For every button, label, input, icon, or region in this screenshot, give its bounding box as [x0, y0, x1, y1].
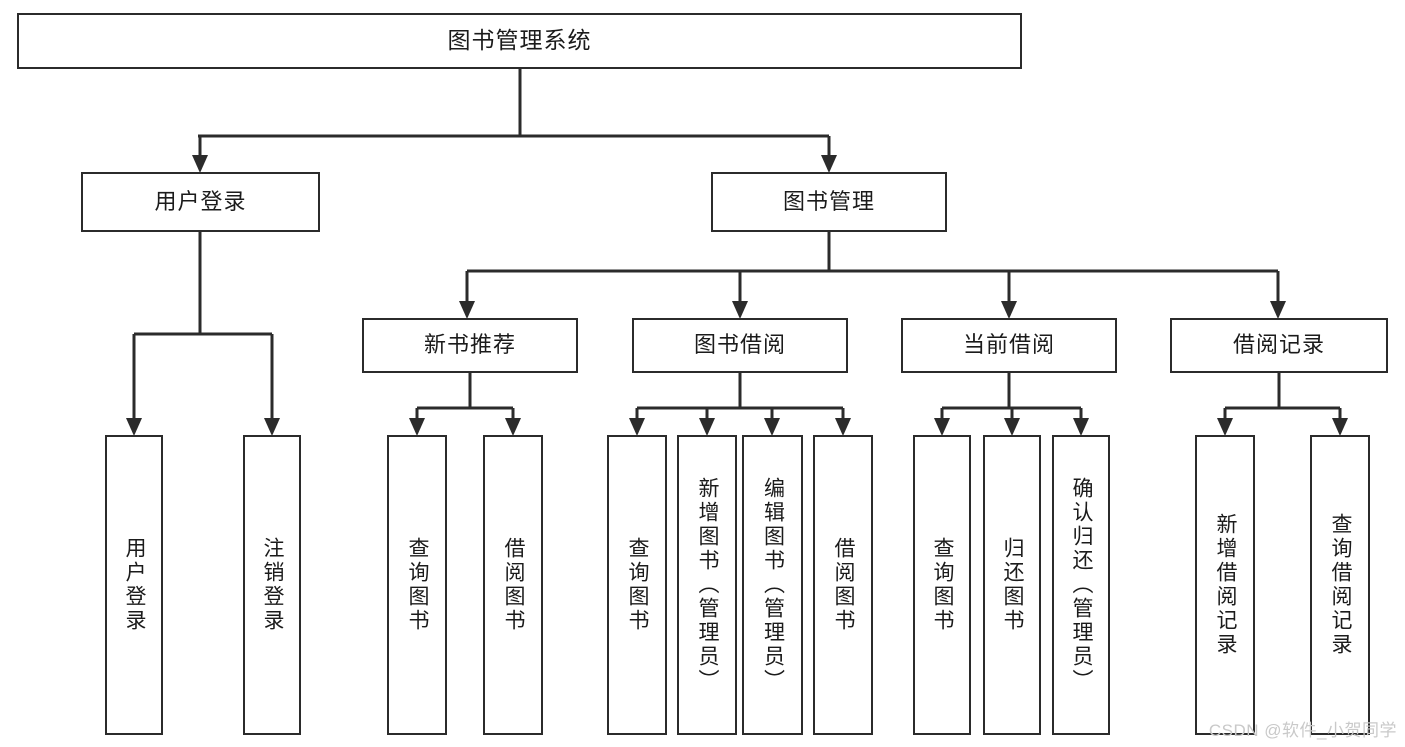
leaf-user-login-label: 用户登录: [123, 537, 147, 633]
leaf-add-book[interactable]: 新增图书（管理员）: [677, 435, 737, 735]
leaf-confirm-return[interactable]: 确认归还（管理员）: [1052, 435, 1110, 735]
node-book-manage[interactable]: 图书管理: [711, 172, 947, 232]
node-new-book-recommend-label: 新书推荐: [423, 332, 516, 358]
leaf-edit-book[interactable]: 编辑图书（管理员）: [742, 435, 803, 735]
node-book-manage-label: 图书管理: [782, 188, 875, 214]
node-root-label: 图书管理系统: [447, 27, 592, 54]
node-user-login-label: 用户登录: [154, 188, 247, 214]
node-new-book-recommend[interactable]: 新书推荐: [362, 318, 578, 373]
leaf-query-book-2-label: 查询图书: [626, 537, 650, 633]
leaf-logout-label: 注销登录: [261, 537, 285, 633]
node-book-borrow[interactable]: 图书借阅: [632, 318, 848, 373]
node-book-borrow-label: 图书借阅: [693, 332, 786, 358]
leaf-query-book-1-label: 查询图书: [406, 537, 430, 633]
node-borrow-record-label: 借阅记录: [1232, 332, 1325, 358]
leaf-add-book-label: 新增图书（管理员）: [696, 477, 720, 693]
leaf-borrow-book-1[interactable]: 借阅图书: [483, 435, 543, 735]
leaf-return-book-label: 归还图书: [1001, 537, 1025, 633]
leaf-edit-book-label: 编辑图书（管理员）: [761, 477, 785, 693]
leaf-add-borrow-record-label: 新增借阅记录: [1214, 513, 1238, 657]
node-current-borrow[interactable]: 当前借阅: [901, 318, 1117, 373]
leaf-borrow-book-1-label: 借阅图书: [502, 537, 526, 633]
node-current-borrow-label: 当前借阅: [962, 332, 1055, 358]
leaf-add-borrow-record[interactable]: 新增借阅记录: [1195, 435, 1255, 735]
leaf-query-book-3-label: 查询图书: [931, 537, 955, 633]
node-user-login[interactable]: 用户登录: [81, 172, 320, 232]
leaf-borrow-book-2-label: 借阅图书: [832, 537, 856, 633]
csdn-watermark: CSDN @软件_小贺同学: [1208, 721, 1397, 740]
leaf-confirm-return-label: 确认归还（管理员）: [1070, 477, 1094, 693]
leaf-return-book[interactable]: 归还图书: [983, 435, 1041, 735]
leaf-query-book-3[interactable]: 查询图书: [913, 435, 971, 735]
leaf-query-borrow-record[interactable]: 查询借阅记录: [1310, 435, 1370, 735]
leaf-query-book-2[interactable]: 查询图书: [607, 435, 667, 735]
leaf-query-borrow-record-label: 查询借阅记录: [1329, 513, 1353, 657]
node-root[interactable]: 图书管理系统: [17, 13, 1022, 69]
leaf-user-login[interactable]: 用户登录: [105, 435, 163, 735]
node-borrow-record[interactable]: 借阅记录: [1170, 318, 1388, 373]
leaf-query-book-1[interactable]: 查询图书: [387, 435, 447, 735]
leaf-borrow-book-2[interactable]: 借阅图书: [813, 435, 873, 735]
leaf-logout[interactable]: 注销登录: [243, 435, 301, 735]
